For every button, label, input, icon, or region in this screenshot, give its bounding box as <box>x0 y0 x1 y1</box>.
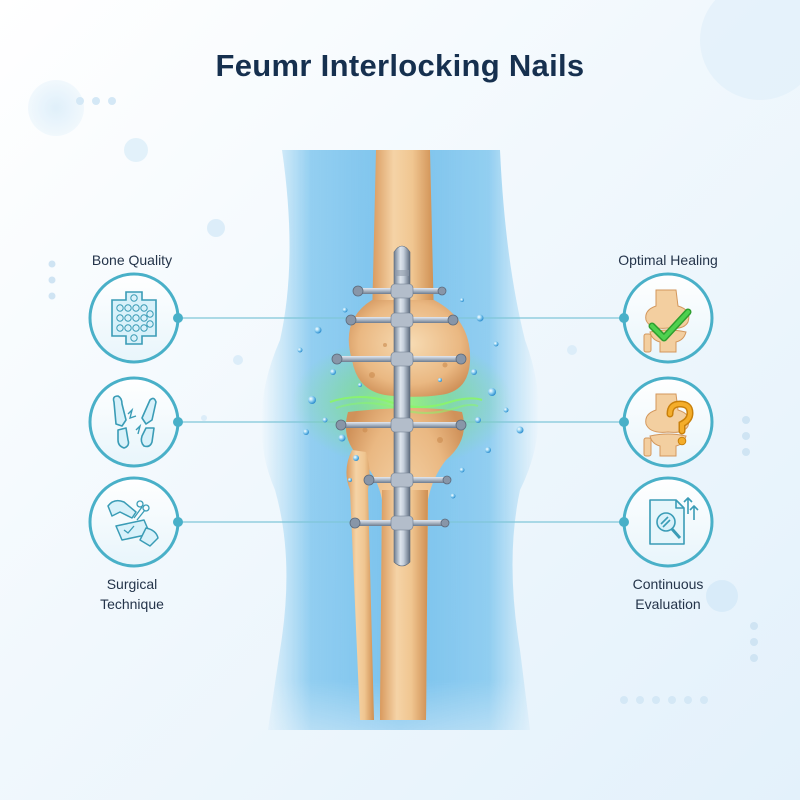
report-magnifier-icon <box>619 476 714 568</box>
surgery-hands-icon <box>88 476 183 568</box>
background-decor <box>28 0 800 704</box>
bone-lattice-icon <box>88 272 183 364</box>
locking-screw <box>331 351 467 367</box>
factor-label-bone-quality: Bone Quality <box>91 252 173 268</box>
page-title: Feumr Interlocking Nails <box>215 48 585 83</box>
locking-screw <box>349 515 450 531</box>
healing-wave <box>329 396 483 414</box>
locking-screw <box>352 283 447 299</box>
fibula-bone <box>346 450 374 720</box>
fracture-icon <box>88 376 183 468</box>
knee-check-icon <box>619 272 714 364</box>
knee-question-icon <box>619 376 714 468</box>
factor-label-optimal-healing: Optimal Healing <box>618 252 718 268</box>
locking-screw <box>335 417 467 433</box>
locking-screw <box>363 472 452 488</box>
locking-screws <box>331 283 467 531</box>
locking-screw <box>345 312 459 328</box>
healing-particles <box>297 298 524 499</box>
